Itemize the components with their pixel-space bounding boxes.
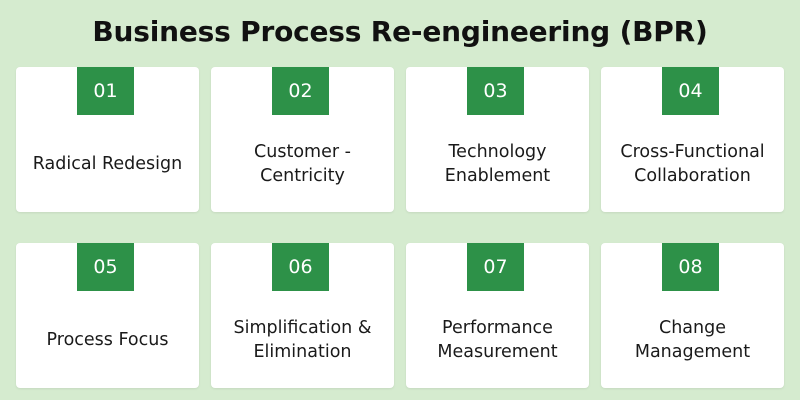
principle-card-02: 02 Customer - Centricity — [211, 67, 394, 212]
card-label: Radical Redesign — [32, 153, 183, 174]
card-label: Performance Measurement — [437, 317, 558, 362]
card-number-badge: 07 — [467, 243, 524, 291]
card-label: Technology Enablement — [444, 141, 551, 186]
card-number-badge: 01 — [77, 67, 134, 115]
principle-card-03: 03 Technology Enablement — [406, 67, 589, 212]
card-number-badge: 03 — [467, 67, 524, 115]
card-label: Customer - Centricity — [254, 141, 351, 186]
principle-card-04: 04 Cross-Functional Collaboration — [601, 67, 784, 212]
principles-grid: 01 Radical Redesign 02 Customer - Centri… — [16, 67, 784, 388]
principle-card-07: 07 Performance Measurement — [406, 243, 589, 388]
principle-card-08: 08 Change Management — [601, 243, 784, 388]
card-label: Change Management — [634, 317, 751, 362]
card-number-badge: 05 — [77, 243, 134, 291]
card-label: Cross-Functional Collaboration — [620, 141, 765, 186]
card-number-badge: 04 — [662, 67, 719, 115]
card-label: Process Focus — [46, 329, 169, 350]
page-title: Business Process Re-engineering (BPR) — [92, 15, 708, 48]
card-label: Simplification & Elimination — [233, 317, 372, 362]
principle-card-06: 06 Simplification & Elimination — [211, 243, 394, 388]
card-number-badge: 08 — [662, 243, 719, 291]
principle-card-05: 05 Process Focus — [16, 243, 199, 388]
principle-card-01: 01 Radical Redesign — [16, 67, 199, 212]
card-number-badge: 02 — [272, 67, 329, 115]
card-number-badge: 06 — [272, 243, 329, 291]
